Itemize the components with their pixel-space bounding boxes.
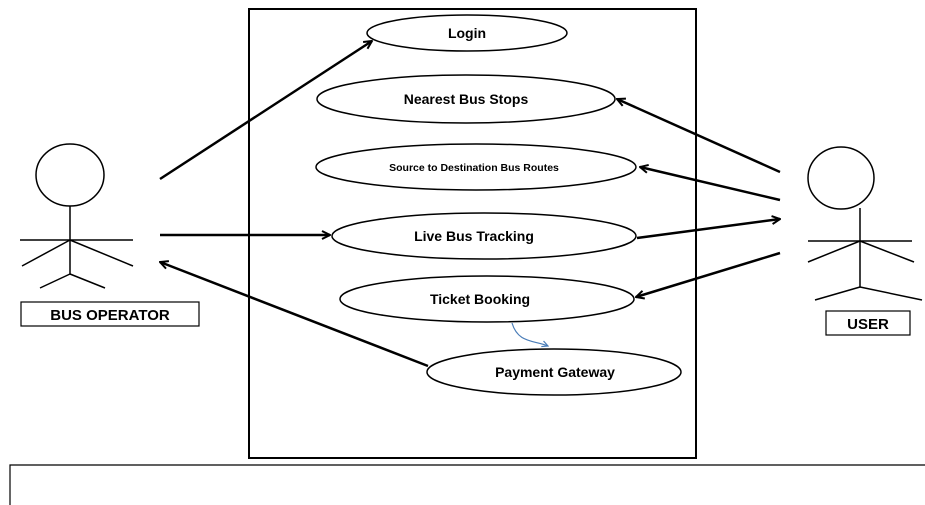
use-case-live-bus-tracking-label: Live Bus Tracking [414, 228, 534, 244]
bus-operator-label: BUS OPERATOR [50, 307, 170, 324]
use-case-routes-label: Source to Destination Bus Routes [389, 162, 559, 174]
use-case-nearest-bus-stops: Nearest Bus Stops [316, 74, 616, 124]
arrow-operator-to-login [159, 41, 372, 181]
arrow-user-to-booking [636, 251, 781, 297]
user-label-box [825, 310, 911, 336]
arrow-user-to-routes [640, 167, 781, 202]
use-case-login: Login [366, 14, 568, 52]
use-case-routes: Source to Destination Bus Routes [315, 143, 637, 191]
use-case-live-bus-tracking: Live Bus Tracking [331, 212, 637, 260]
arrow-payment-to-operator [160, 262, 429, 368]
user-actor [807, 146, 923, 301]
bottom-frame [9, 464, 925, 505]
use-case-login-label: Login [448, 25, 486, 41]
use-case-payment-gateway: Payment Gateway [426, 348, 682, 396]
user-label: USER [847, 316, 889, 333]
use-case-payment-gateway-label: Payment Gateway [495, 364, 615, 380]
arrow-tracking-to-user [636, 219, 780, 240]
use-case-nearest-bus-stops-label: Nearest Bus Stops [404, 91, 529, 107]
arrow-user-to-nearest-stops [617, 99, 781, 174]
bus-operator-label-box [20, 301, 200, 327]
bus-operator-actor [20, 143, 134, 289]
include-arrow [511, 322, 548, 346]
use-case-ticket-booking: Ticket Booking [339, 275, 635, 323]
use-case-ticket-booking-label: Ticket Booking [430, 291, 530, 307]
system-boundary [248, 8, 697, 459]
